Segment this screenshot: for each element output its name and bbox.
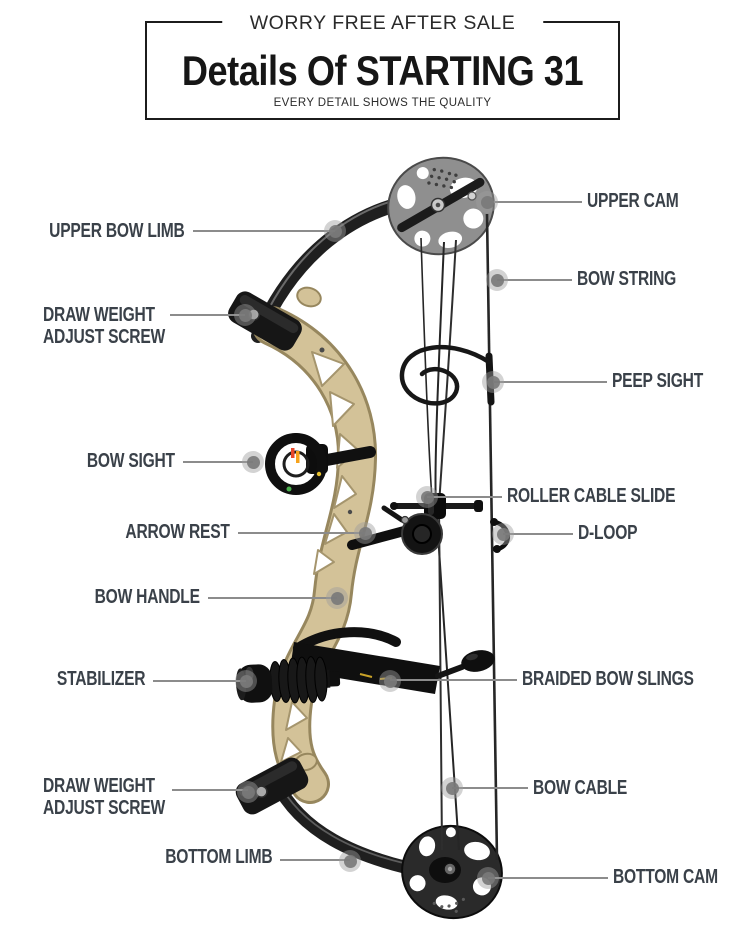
callout-dot-bow-cable — [441, 777, 463, 799]
callout-line-draw-weight-adjust-screw-bottom — [172, 789, 248, 791]
callout-label-draw-weight-adjust-screw-bottom: DRAW WEIGHT ADJUST SCREW — [43, 775, 166, 819]
header-tagline: WORRY FREE AFTER SALE — [221, 10, 544, 36]
callout-label-braided-bow-slings: BRAIDED BOW SLINGS — [522, 668, 694, 690]
callout-label-bottom-limb: BOTTOM LIMB — [164, 846, 272, 868]
callout-label-bow-string: BOW STRING — [577, 268, 677, 290]
header-frame: WORRY FREE AFTER SALE Details Of STARTIN… — [145, 10, 620, 120]
callout-label-upper-bow-limb: UPPER BOW LIMB — [49, 220, 186, 242]
callout-line-d-loop — [503, 533, 573, 535]
callout-line-roller-cable-slide — [427, 496, 502, 498]
callout-dot-roller-cable-slide — [416, 486, 438, 508]
callout-line-upper-bow-limb — [193, 230, 335, 232]
stabilizer-graphic — [235, 656, 341, 704]
callout-line-arrow-rest — [238, 532, 365, 534]
header-subtitle: EVERY DETAIL SHOWS THE QUALITY — [273, 97, 492, 109]
callout-dot-braided-bow-slings — [379, 670, 401, 692]
callout-label-bottom-cam: BOTTOM CAM — [613, 866, 718, 888]
callout-line-bow-cable — [452, 787, 528, 789]
callout-label-upper-cam: UPPER CAM — [587, 190, 679, 212]
callout-dot-upper-bow-limb — [324, 220, 346, 242]
callout-dot-peep-sight — [482, 371, 504, 393]
callout-dot-stabilizer — [235, 670, 257, 692]
callout-label-draw-weight-adjust-screw-top: DRAW WEIGHT ADJUST SCREW — [43, 304, 166, 348]
callout-label-roller-cable-slide: ROLLER CABLE SLIDE — [507, 485, 676, 507]
page-title: Details Of STARTING 31 — [181, 47, 584, 94]
callout-label-d-loop: D-LOOP — [578, 522, 638, 544]
arrow-rest-graphic — [347, 505, 443, 555]
callout-label-bow-cable: BOW CABLE — [533, 777, 628, 799]
callout-line-bottom-limb — [280, 859, 350, 861]
callout-label-arrow-rest: ARROW REST — [125, 521, 230, 543]
callout-dot-d-loop — [492, 523, 514, 545]
callout-label-bow-sight: BOW SIGHT — [86, 450, 175, 472]
callout-dot-bottom-limb — [339, 850, 361, 872]
cam-axles-graphic — [429, 191, 477, 883]
callout-line-bottom-cam — [488, 877, 608, 879]
callout-line-peep-sight — [493, 381, 607, 383]
callout-label-peep-sight: PEEP SIGHT — [612, 370, 704, 392]
callout-dot-bow-handle — [326, 587, 348, 609]
callout-line-draw-weight-adjust-screw-top — [170, 314, 245, 316]
callout-line-stabilizer — [153, 680, 246, 682]
callout-dot-draw-weight-adjust-screw-bottom — [237, 781, 259, 803]
callout-line-bow-string — [497, 279, 572, 281]
callout-line-bow-handle — [208, 597, 337, 599]
callout-line-braided-bow-slings — [390, 679, 517, 681]
callout-dot-draw-weight-adjust-screw-top — [234, 304, 256, 326]
callout-label-stabilizer: STABILIZER — [56, 668, 146, 690]
callout-line-bow-sight — [183, 461, 253, 463]
callout-dot-bow-sight — [242, 451, 264, 473]
callout-label-bow-handle: BOW HANDLE — [94, 586, 200, 608]
callout-dot-bottom-cam — [477, 867, 499, 889]
callout-line-upper-cam — [487, 201, 582, 203]
callout-dot-upper-cam — [476, 191, 498, 213]
riser-graphic — [252, 306, 377, 804]
callout-dot-bow-string — [486, 269, 508, 291]
callout-dot-arrow-rest — [354, 522, 376, 544]
bow-sight-graphic — [265, 433, 376, 495]
